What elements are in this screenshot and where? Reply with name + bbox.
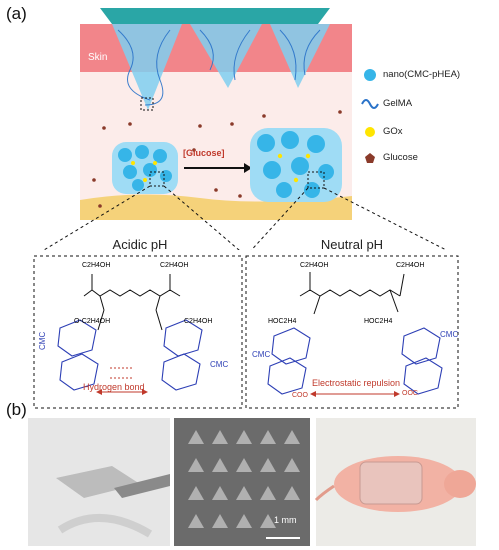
photo-row: [28, 418, 476, 546]
acidic-backbone: [83, 274, 181, 331]
neutral-coo-right: OOC: [402, 390, 418, 397]
connector-left-1: [42, 185, 151, 250]
acidic-ph-title: Acidic pH: [112, 237, 168, 252]
needle-3: [270, 24, 330, 88]
gel-right-box: [307, 171, 325, 189]
needle-tip-box: [140, 97, 154, 111]
electrostatic-repulsion-label: Electrostatic repulsion: [312, 378, 401, 388]
nanoparticles-right: [257, 131, 334, 198]
glucose-molecules: [92, 110, 342, 208]
acidic-group-3: C2H4OH: [184, 318, 213, 325]
needle-1: [112, 24, 182, 110]
neutral-group-2: C2H4OH: [396, 262, 425, 269]
nanoparticles-left: [118, 145, 172, 191]
neutral-cmc-right: CMC: [440, 330, 459, 339]
acidic-group-2: C2H4OH: [160, 262, 189, 269]
gelma-fibers: [117, 29, 321, 106]
neutral-box: [245, 255, 459, 409]
neutral-backbone: [299, 272, 405, 315]
sem-needles: [188, 430, 300, 528]
gel-left-box: [149, 171, 165, 187]
neutral-group-4: HOC2H4: [364, 318, 393, 325]
blue-circle-icon: [364, 69, 376, 81]
glucose-arrow-label: [Glucose]: [183, 148, 225, 158]
scale-bar-label: 1 mm: [274, 515, 297, 525]
chemistry-structures: [33, 255, 459, 409]
gox-left: [131, 161, 157, 182]
gox-right: [277, 153, 311, 183]
legend-label-glucose: Glucose: [383, 152, 418, 163]
legend-label-gelma: GelMA: [383, 98, 413, 109]
acidic-cmc-rings: [57, 319, 203, 391]
neutral-group-3: HOC2H4: [268, 318, 297, 325]
panel-b-label: (b): [6, 400, 27, 419]
panel-a-label: (a): [6, 4, 27, 23]
mn-patch: [359, 461, 423, 505]
blue-fiber-icon: [361, 99, 379, 109]
legend-label-gox: GOx: [383, 126, 403, 137]
microneedle-schematic: [42, 8, 448, 250]
neutral-cmc-rings: [267, 327, 443, 395]
acidic-box: [33, 255, 243, 409]
yellow-circle-icon: [365, 127, 375, 137]
fat-layer: [80, 194, 352, 220]
neutral-group-1: C2H4OH: [300, 262, 329, 269]
acidic-cmc-right: CMC: [210, 360, 229, 369]
hydrogen-bond-label: Hydrogen bond: [83, 382, 145, 392]
legend-label-nano: nano(CMC-pHEA): [383, 69, 461, 80]
neutral-coo-left: COO: [292, 392, 308, 399]
connector-right-2: [323, 187, 448, 250]
acidic-group-ether: O-C2H4OH: [74, 318, 111, 325]
patch-sheet: [56, 466, 140, 498]
acidic-cmc-left: CMC: [38, 331, 47, 350]
patch-backing: [100, 8, 330, 24]
brown-pentagon-icon: [365, 153, 375, 163]
neutral-cmc-left: CMC: [252, 350, 271, 359]
skin-label: Skin: [88, 52, 108, 63]
tweezers: [114, 474, 170, 498]
neutral-ph-title: Neutral pH: [320, 237, 384, 252]
hydrogen-bond-lines: [98, 367, 146, 393]
acidic-group-1: C2H4OH: [82, 262, 111, 269]
